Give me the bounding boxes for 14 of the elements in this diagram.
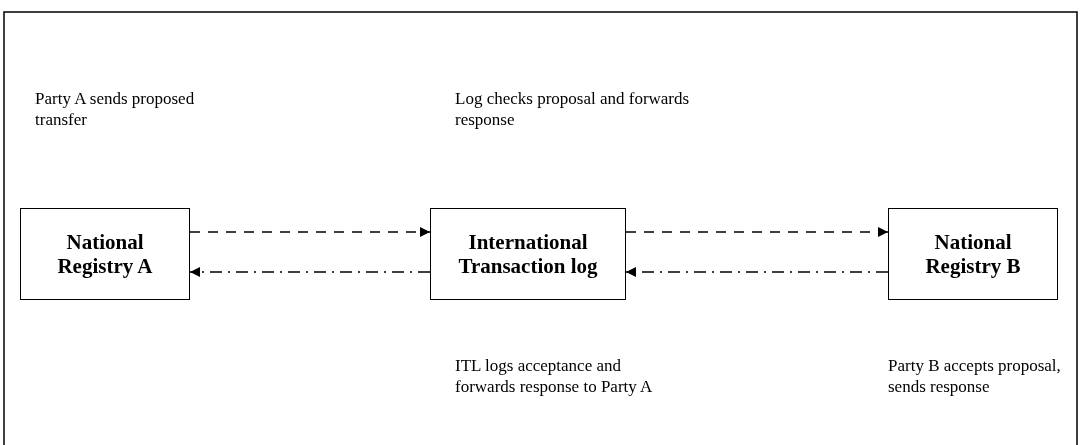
- arrow: [625, 227, 889, 237]
- process-box: [888, 208, 1058, 300]
- node-label: National Registry B: [924, 230, 1022, 278]
- annotation-text: Party B accepts proposal, sends response: [888, 355, 1062, 397]
- annotation-text: Log checks proposal and forwards response: [455, 88, 691, 130]
- annotation-text: Party A sends proposed transfer: [35, 88, 196, 130]
- process-box: [20, 208, 190, 300]
- arrow: [189, 267, 431, 277]
- arrow: [625, 267, 889, 277]
- arrow: [189, 227, 431, 237]
- annotation-text: ITL logs acceptance and forwards response to Party A: [455, 355, 654, 397]
- node-label: International Transaction log: [457, 230, 599, 278]
- node-label: National Registry A: [56, 230, 154, 278]
- process-box: [430, 208, 626, 300]
